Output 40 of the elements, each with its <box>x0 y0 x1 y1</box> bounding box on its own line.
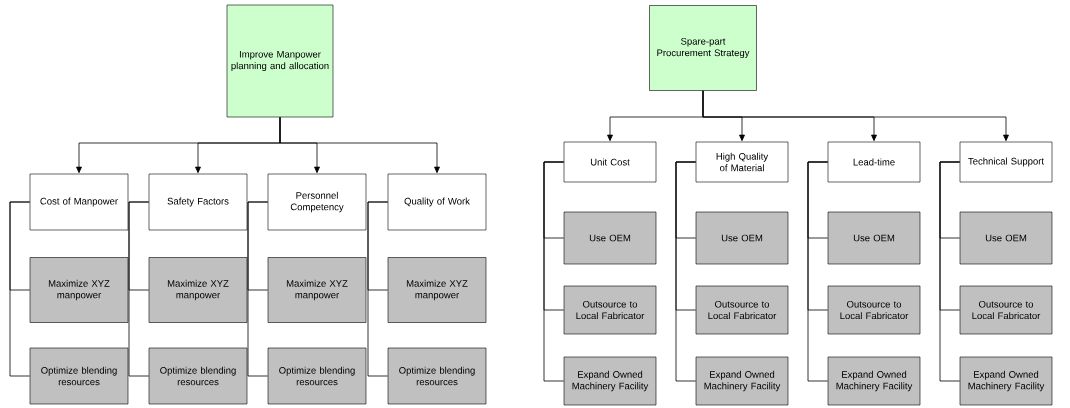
connector <box>702 90 1009 142</box>
option-box: Optimize blending resources <box>29 347 129 405</box>
criterion-box: Technical Support <box>959 141 1053 183</box>
criterion-box: Lead-time <box>827 141 921 183</box>
connector <box>939 161 961 382</box>
connector <box>247 201 269 377</box>
connector <box>128 201 150 377</box>
option-box: Expand Owned Machinery Facility <box>827 356 921 406</box>
option-box: Maximize XYZ manpower <box>148 257 248 323</box>
criterion-box: Safety Factors <box>148 173 248 231</box>
option-box: Optimize blending resources <box>387 347 487 405</box>
option-box: Expand Owned Machinery Facility <box>563 356 657 406</box>
connector <box>367 201 389 377</box>
connector <box>807 161 829 382</box>
option-box: Maximize XYZ manpower <box>267 257 367 323</box>
criterion-box: Quality of Work <box>387 173 487 231</box>
option-box: Outsource to Local Fabricator <box>959 285 1053 335</box>
criterion-box: Cost of Manpower <box>29 173 129 231</box>
goal-box: Improve Manpower planning and allocation <box>226 4 334 118</box>
connector <box>279 116 440 174</box>
connector <box>675 161 697 382</box>
goal-box: Spare-part Procurement Strategy <box>649 5 757 91</box>
connector <box>9 201 31 377</box>
option-box: Optimize blending resources <box>267 347 367 405</box>
option-box: Outsource to Local Fabricator <box>827 285 921 335</box>
option-box: Maximize XYZ manpower <box>29 257 129 323</box>
criterion-box: Unit Cost <box>563 141 657 183</box>
criterion-box: Personnel Competency <box>267 173 367 231</box>
option-box: Outsource to Local Fabricator <box>563 285 657 335</box>
option-box: Use OEM <box>695 211 789 265</box>
connector <box>543 161 565 382</box>
option-box: Use OEM <box>827 211 921 265</box>
option-box: Maximize XYZ manpower <box>387 257 487 323</box>
criterion-box: High Quality of Material <box>695 141 789 183</box>
option-box: Use OEM <box>959 211 1053 265</box>
option-box: Expand Owned Machinery Facility <box>695 356 789 406</box>
option-box: Expand Owned Machinery Facility <box>959 356 1053 406</box>
option-box: Outsource to Local Fabricator <box>695 285 789 335</box>
option-box: Optimize blending resources <box>148 347 248 405</box>
option-box: Use OEM <box>563 211 657 265</box>
